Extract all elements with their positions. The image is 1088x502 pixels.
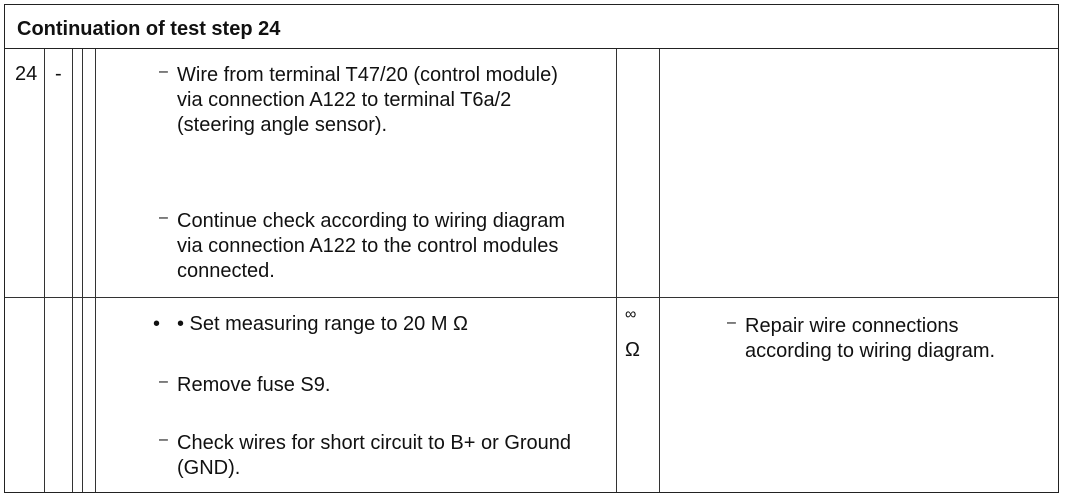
instruction-item: – Continue check according to wiring dia…	[159, 209, 587, 284]
dash-marker: –	[159, 431, 168, 448]
table-title: Continuation of test step 24	[17, 18, 281, 40]
instruction-text: Continue check according to wiring diagr…	[177, 210, 565, 282]
instruction-text: Remove fuse S9.	[177, 374, 331, 396]
instruction-text: • Set measuring range to 20 M Ω	[177, 313, 468, 335]
spec-infinity: ∞	[625, 306, 637, 323]
instruction-item: – Check wires for short circuit to B+ or…	[159, 431, 597, 481]
table-header: Continuation of test step 24	[5, 5, 1058, 49]
step-marker: -	[55, 63, 62, 85]
column-divider	[72, 49, 73, 492]
instruction-item: • • Set measuring range to 20 M Ω	[153, 312, 597, 337]
column-divider	[95, 49, 96, 492]
step-number: 24	[15, 63, 38, 85]
instruction-text: Wire from terminal T47/20 (control modul…	[177, 64, 558, 136]
spec-ohm: Ω	[625, 339, 640, 361]
dash-marker: –	[159, 209, 168, 226]
remedy-item: – Repair wire connections according to w…	[727, 314, 1035, 364]
row-divider	[5, 297, 1058, 298]
remedy-text: Repair wire connections according to wir…	[745, 315, 996, 362]
instruction-item: – Wire from terminal T47/20 (control mod…	[159, 63, 587, 138]
dash-marker: –	[159, 373, 168, 390]
dash-marker: –	[727, 314, 736, 331]
column-divider	[44, 49, 45, 492]
dash-marker: –	[159, 63, 168, 80]
bullet-marker: •	[153, 313, 161, 335]
instruction-item: – Remove fuse S9.	[159, 373, 597, 398]
test-step-table: Continuation of test step 24 24 - – Wire…	[4, 4, 1059, 493]
instruction-text: Check wires for short circuit to B+ or G…	[177, 432, 572, 479]
column-divider	[82, 49, 83, 492]
column-divider	[659, 49, 660, 492]
column-divider	[616, 49, 617, 492]
